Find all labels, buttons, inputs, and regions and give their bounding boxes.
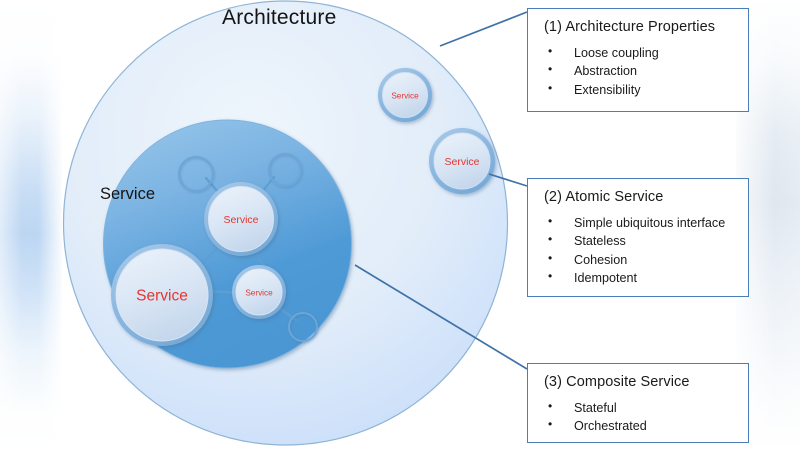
bubble-outer-small-label: Service	[391, 92, 419, 101]
bubble-outer-small[interactable]: Service	[378, 68, 432, 122]
list-item: Cohesion	[544, 249, 734, 269]
bubble-inner-small[interactable]: Service	[232, 265, 286, 319]
node-se-circle	[288, 312, 318, 342]
architecture-title-label: Architecture	[222, 6, 337, 29]
background-gradient-left-fade	[0, 0, 62, 450]
callout-1-title: (1) Architecture Properties	[544, 19, 716, 35]
list-item: Extensibility	[544, 79, 734, 99]
list-item: Orchestrated	[544, 416, 734, 435]
service-domain-label: Service	[100, 185, 156, 203]
list-item: Abstraction	[544, 61, 734, 80]
callout-2-title: (2) Atomic Service	[544, 189, 664, 205]
leader-line-1	[439, 11, 528, 47]
node-nw-circle	[178, 156, 214, 192]
node-ne-circle	[268, 153, 302, 187]
bubble-inner-small-label: Service	[245, 289, 273, 298]
bubble-inner-large-label: Service	[136, 288, 188, 305]
bubble-inner-large[interactable]: Service	[111, 244, 213, 346]
network-nodes	[178, 153, 318, 342]
list-item: Stateful	[544, 398, 734, 417]
bubble-outer-medium[interactable]: Service	[429, 128, 495, 194]
leader-line-3	[354, 264, 528, 370]
list-item: Loose coupling	[544, 43, 734, 62]
callout-1-list: Loose coupling Abstraction Extensibility	[544, 43, 734, 99]
bubble-inner-mid-label: Service	[223, 214, 258, 226]
callout-composite-service: (3) Composite Service Stateful Orchestra…	[527, 363, 749, 443]
list-item: Stateless	[544, 231, 734, 250]
leader-line-2	[488, 173, 528, 187]
bubble-inner-mid[interactable]: Service	[204, 182, 278, 256]
leader-lines	[354, 11, 528, 370]
callout-architecture-properties: (1) Architecture Properties Loose coupli…	[527, 8, 749, 112]
callout-3-list: Stateful Orchestrated	[544, 398, 734, 436]
list-item: Simple ubiquitous interface	[544, 213, 734, 232]
bubble-outer-medium-label: Service	[444, 156, 479, 168]
callout-3-title: (3) Composite Service	[544, 374, 690, 390]
list-item: Idempotent	[544, 268, 734, 287]
callout-2-list: Simple ubiquitous interface Stateless Co…	[544, 213, 734, 287]
callout-atomic-service: (2) Atomic Service Simple ubiquitous int…	[527, 178, 749, 297]
